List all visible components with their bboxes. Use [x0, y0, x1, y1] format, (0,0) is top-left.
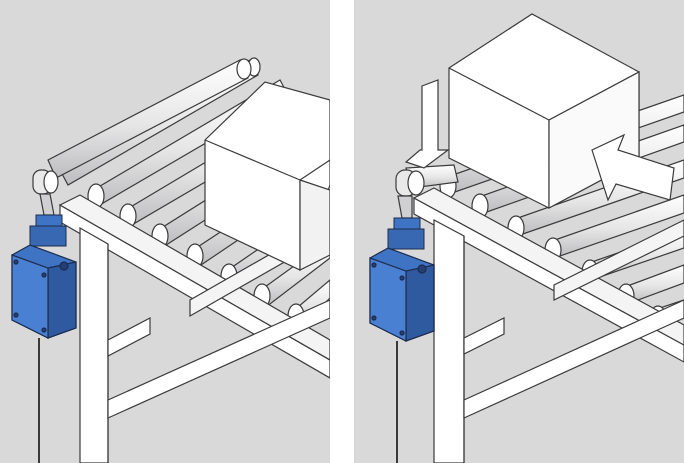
switch-body — [370, 248, 434, 341]
panel-idle-drawing — [0, 0, 330, 463]
switch-mount-post — [38, 338, 40, 463]
panel-idle — [0, 0, 330, 463]
switch-mount-post — [396, 341, 398, 463]
switch-body — [12, 245, 76, 338]
panel-actuated — [354, 0, 684, 463]
panel-actuated-drawing — [354, 0, 684, 463]
